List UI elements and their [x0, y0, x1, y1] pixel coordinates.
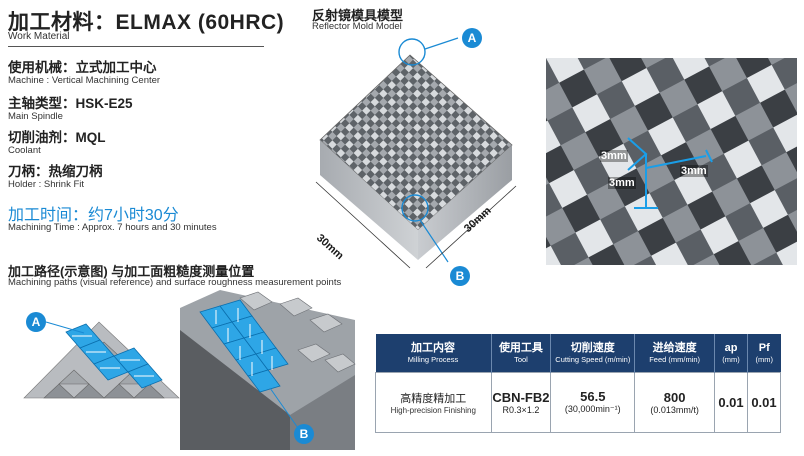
col-process: 加工内容 Milling Process	[375, 334, 492, 372]
tool-path-arrows	[72, 335, 154, 377]
cell-process: 高精度精加工 High-precision Finishing	[375, 371, 492, 433]
path-diagram-b	[180, 290, 356, 450]
spec-spindle: 主轴类型：HSK-E25 Main Spindle	[8, 96, 133, 122]
cell-tool: CBN-FB2 R0.3×1.2	[490, 371, 552, 433]
spec-machine-cn: 使用机械：立式加工中心	[8, 60, 157, 75]
spec-spindle-cn: 主轴类型：HSK-E25	[8, 96, 133, 111]
spec-coolant: 切削油剂：MQL Coolant	[8, 130, 106, 156]
surface-closeup-image	[546, 58, 797, 265]
spec-coolant-en: Coolant	[8, 145, 41, 156]
spec-machine-en: Machine : Vertical Machining Center	[8, 75, 161, 86]
cutting-conditions-table: 加工内容 Milling Process 使用工具 Tool 切削速度 Cutt…	[375, 334, 782, 433]
mold-ring-b	[401, 194, 429, 222]
mold-ring-a	[398, 38, 426, 66]
mold-leader-a	[424, 37, 459, 50]
spec-holder-en: Holder : Shrink Fit	[8, 179, 85, 190]
page-title: 加工材料：ELMAX (60HRC)	[8, 11, 285, 34]
table-row: 高精度精加工 High-precision Finishing CBN-FB2 …	[375, 371, 782, 433]
mold-callout-b: B	[450, 266, 470, 286]
block-tool-path-arrows	[215, 308, 273, 376]
machining-time: 加工时间：约7小时30分	[8, 207, 179, 224]
model-title: 反射镜模具模型	[312, 8, 404, 23]
paths-heading: 加工路径(示意图) 与加工面粗糙度测量位置	[8, 264, 255, 279]
col-cutting-speed: 切削速度 Cutting Speed (m/min)	[550, 334, 636, 372]
block-facets	[239, 291, 356, 373]
closeup-dim-3: 3mm	[608, 177, 636, 189]
paths-heading-en: Machining paths (visual reference) and s…	[8, 277, 342, 288]
callout-b-leader	[269, 387, 299, 429]
mold-right-face	[418, 145, 512, 260]
closeup-dimension-marks	[627, 137, 713, 209]
mold-model-image	[315, 37, 517, 269]
closeup-dim-1: 3mm	[600, 150, 628, 162]
col-tool: 使用工具 Tool	[491, 334, 552, 372]
spec-machine: 使用机械：立式加工中心 Machine : Vertical Machining…	[8, 60, 160, 86]
model-title-en: Reflector Mold Model	[312, 21, 402, 32]
callout-a-leader	[45, 321, 85, 334]
col-feed: 进给速度 Feed (mm/min)	[634, 334, 716, 372]
mold-callout-a: A	[462, 28, 482, 48]
cell-feed: 800 (0.013mm/t)	[634, 371, 716, 433]
mold-leader-b	[419, 219, 449, 263]
block-front	[180, 330, 290, 450]
col-ap: ap (mm)	[714, 334, 748, 372]
title-divider	[8, 46, 264, 47]
spec-holder: 刀柄：热缩刀柄 Holder : Shrink Fit	[8, 164, 103, 190]
block-tool-path-cells	[199, 299, 289, 393]
table-header-row: 加工内容 Milling Process 使用工具 Tool 切削速度 Cutt…	[375, 334, 781, 372]
callout-a-badge-paths: A	[26, 312, 46, 332]
machining-time-en: Machining Time : Approx. 7 hours and 30 …	[8, 222, 217, 233]
cell-speed: 56.5 (30,000min⁻¹)	[550, 371, 636, 433]
path-diagram-a	[23, 321, 180, 399]
mold-dimension-lines	[315, 181, 517, 269]
page-subtitle: Work Material	[8, 31, 70, 42]
spec-coolant-cn: 切削油剂：MQL	[8, 130, 106, 145]
col-pf: Pf (mm)	[747, 334, 781, 372]
mold-left-face	[320, 140, 418, 260]
spec-holder-cn: 刀柄：热缩刀柄	[8, 164, 103, 179]
spec-spindle-en: Main Spindle	[8, 111, 63, 122]
cell-ap: 0.01	[714, 371, 748, 433]
cell-pf: 0.01	[746, 371, 782, 433]
callout-b-badge-paths: B	[294, 424, 314, 444]
pyramid-facets	[43, 341, 165, 399]
closeup-texture	[546, 58, 797, 265]
closeup-dim-2: 3mm	[680, 165, 708, 177]
